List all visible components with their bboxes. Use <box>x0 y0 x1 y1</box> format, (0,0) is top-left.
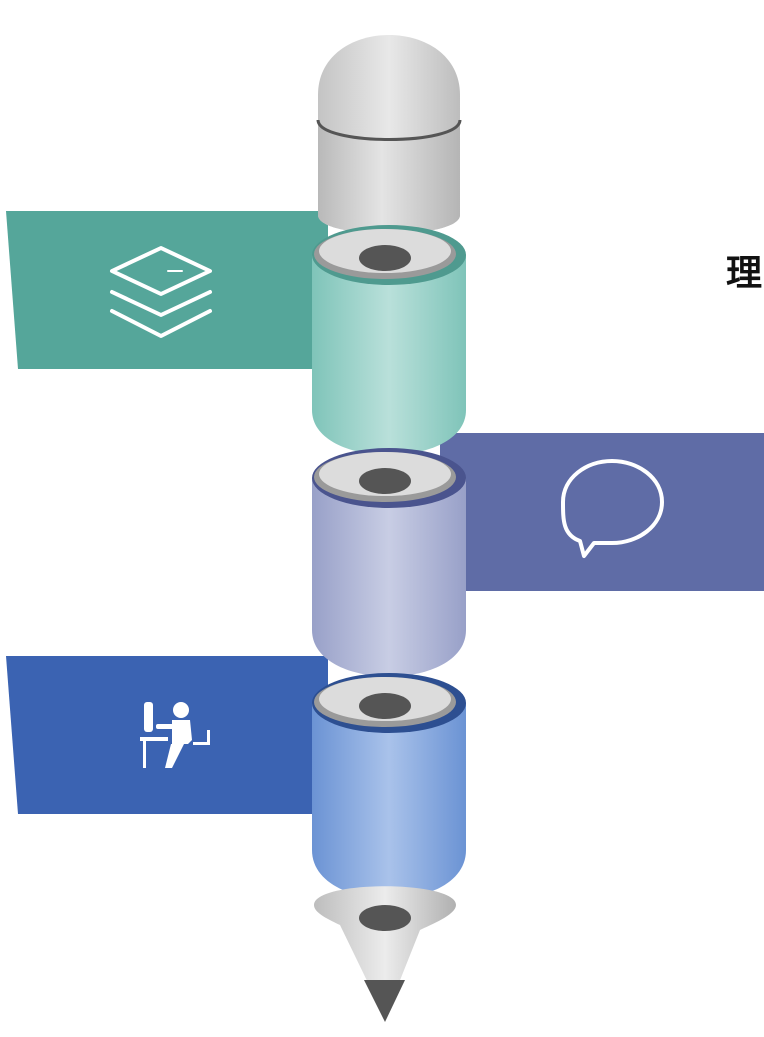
heading-fragment: 理 <box>726 254 762 294</box>
pencil <box>312 35 466 1022</box>
pencil-cap <box>318 35 460 234</box>
pencil-segment-3 <box>312 673 466 899</box>
banner-desk <box>6 656 328 814</box>
pencil-tip <box>314 886 456 1022</box>
pencil-segment-2 <box>312 448 466 677</box>
banner-layers <box>6 211 328 369</box>
banner-speech-ribbon <box>440 433 764 591</box>
banner-desk-ribbon <box>6 656 328 814</box>
banner-speech <box>440 433 764 591</box>
pencil-segment-1 <box>312 225 466 455</box>
